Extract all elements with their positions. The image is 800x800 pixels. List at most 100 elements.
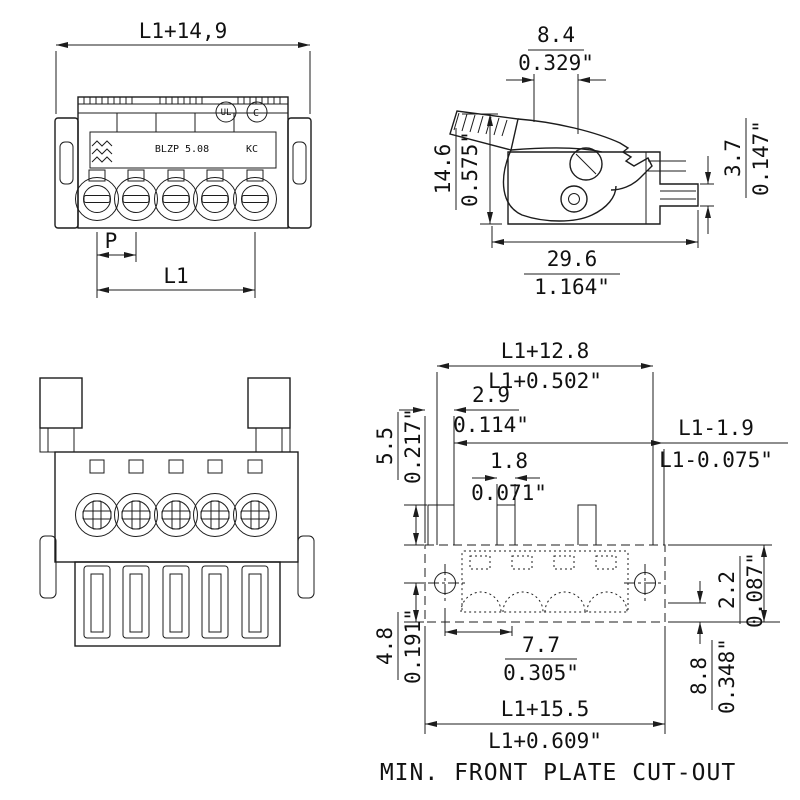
screw-terminal-1 — [75, 459, 119, 537]
dim-bottom-offset: 4.8 0.191" — [373, 582, 425, 684]
wire-channel-1 — [83, 565, 111, 639]
wire-channel-3 — [162, 565, 190, 639]
dim-edge-in: 0.087" — [743, 552, 767, 628]
cutout-rectangle — [424, 544, 666, 623]
certification-marks: UL C BLZP 5.08 KC — [91, 101, 268, 163]
screw-terminal-5 — [233, 169, 277, 221]
marking-field — [89, 131, 277, 169]
pin-detail-lines — [645, 152, 696, 224]
left-flange-slot — [59, 141, 74, 185]
cutout-outline — [424, 504, 666, 623]
dim-latch-width: 8.4 0.329" — [506, 23, 606, 134]
dim-height: 14.6 0.575" — [431, 113, 502, 225]
plug-face-view — [39, 377, 315, 647]
caption: MIN. FRONT PLATE CUT-OUT — [380, 760, 736, 786]
front-view: UL C BLZP 5.08 KC L1+14,9 P L1 — [54, 19, 312, 298]
screw-terminal-3 — [154, 169, 198, 221]
dim-inner-width-in: L1-0.075" — [659, 448, 773, 472]
dim-tab-width-mm: 1.8 — [490, 449, 528, 473]
extension-lines — [496, 484, 516, 505]
dim-hole-offset-mm: 7.7 — [522, 633, 560, 657]
hole-right-centerlines — [624, 564, 662, 602]
dim-pitch-label: P — [105, 229, 118, 253]
latch-lines — [648, 160, 686, 172]
extension-lines — [436, 372, 654, 545]
top-strip-lines — [78, 103, 288, 114]
dim-pin-mm: 3.7 — [721, 139, 745, 177]
screw-terminal-5 — [233, 459, 277, 537]
extension-lines — [55, 51, 311, 114]
dim-bottom-offset-in: 0.191" — [401, 608, 425, 684]
screw-terminal-4 — [193, 459, 237, 537]
lever-cam — [502, 149, 617, 222]
ul-mark-circle — [215, 101, 237, 123]
ul-mark-label: UL — [221, 108, 232, 118]
dim-tab-offset: 2.9 0.114" — [399, 383, 529, 543]
pivot-slot — [575, 153, 597, 175]
dim-inner-width: L1-1.9 L1-0.075" — [454, 416, 788, 545]
dim-total-height-in: 0.348" — [715, 638, 739, 714]
dim-latch-width-mm: 8.4 — [537, 23, 575, 47]
dim-top-width: L1+12.8 L1+0.502" — [436, 339, 654, 545]
lever-arm — [517, 118, 653, 191]
dim-bottom-width: L1+15.5 L1+0.609" — [424, 626, 666, 753]
side-view: 8.4 0.329" 14.6 0.575" 3.7 0.147" 29.6 1… — [431, 23, 773, 299]
wire-channel-5 — [241, 565, 269, 639]
block-connectors — [39, 428, 298, 453]
screw-boss-outer — [560, 185, 588, 213]
csa-mark-label: C — [253, 108, 259, 119]
dim-tab-height: 5.5 0.217" — [373, 408, 427, 546]
screw-terminal-1 — [75, 169, 119, 221]
screw-terminal-3 — [154, 459, 198, 537]
dimension-and-extension-lines — [454, 442, 788, 545]
front-plate-cutout-view: L1+12.8 L1+0.502" 2.9 0.114" L1-1.9 L1-0… — [373, 339, 788, 753]
dim-depth-mm: 29.6 — [547, 247, 598, 271]
dim-bottom-offset-mm: 4.8 — [373, 627, 397, 665]
dim-overall-width-label: L1+14,9 — [139, 19, 228, 43]
dim-tab-width-in: 0.071" — [471, 481, 547, 505]
wire-entry-section — [74, 561, 281, 647]
right-wing — [297, 535, 315, 599]
dim-depth-in: 1.164" — [534, 275, 610, 299]
csa-mark-circle — [246, 101, 268, 123]
dim-hole-offset-in: 0.305" — [503, 661, 579, 685]
type-designation-label: BLZP 5.08 — [155, 144, 209, 155]
pole-dividers — [116, 113, 235, 132]
dim-depth: 29.6 1.164" — [491, 210, 699, 299]
left-strain-relief-block — [39, 377, 83, 429]
right-flange — [287, 117, 312, 229]
dim-tab-height-mm: 5.5 — [373, 427, 397, 465]
window-3 — [553, 555, 575, 570]
screw-terminal-4 — [193, 169, 237, 221]
connector-silhouette — [460, 550, 629, 613]
dim-edge-mm: 2.2 — [715, 571, 739, 609]
tab-1 — [427, 504, 455, 545]
dim-length-label: L1 — [163, 264, 188, 288]
dim-latch-width-in: 0.329" — [518, 51, 594, 75]
dim-pin-in: 0.147" — [749, 120, 773, 196]
extension-lines — [700, 183, 714, 207]
window-1 — [469, 555, 491, 570]
dim-hole-offset: 7.7 0.305" — [444, 608, 579, 685]
brand-logo-icon — [91, 140, 113, 163]
dim-edge: 2.2 0.087" — [668, 552, 780, 644]
dim-bottom-width-mm: L1+15.5 — [501, 697, 590, 721]
dim-height-in: 0.575" — [458, 131, 482, 207]
pivot-circle — [569, 147, 603, 181]
dim-length: L1 — [97, 232, 256, 298]
hole-left-centerlines — [428, 564, 466, 602]
front-view-part-outline — [54, 96, 312, 229]
connector-contour — [461, 550, 629, 613]
window-4 — [595, 555, 617, 570]
kc-mark-label: KC — [246, 144, 258, 155]
right-strain-relief-block — [247, 377, 291, 429]
dim-top-width-in: L1+0.502" — [488, 369, 602, 393]
knurl-ticks — [83, 97, 281, 104]
wire-channel-4 — [201, 565, 229, 639]
left-flange — [54, 117, 79, 229]
dim-height-mm: 14.6 — [431, 144, 455, 195]
tab-3 — [577, 504, 597, 545]
dim-inner-width-mm: L1-1.9 — [678, 416, 754, 440]
